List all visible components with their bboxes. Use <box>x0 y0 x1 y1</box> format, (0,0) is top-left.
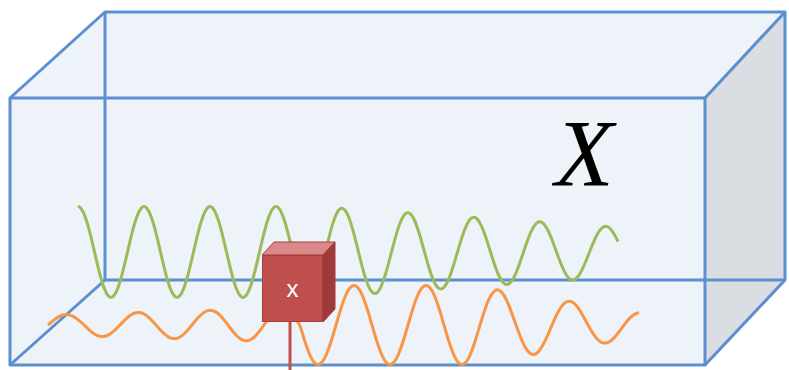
box-edges <box>10 12 785 365</box>
box-top-face <box>10 12 785 98</box>
green-wave <box>78 206 618 297</box>
waves <box>48 206 639 365</box>
cube-top-face <box>262 242 335 255</box>
probe-wire <box>289 322 292 370</box>
region-label: X <box>555 106 614 202</box>
box-back-edges <box>10 12 785 365</box>
region-box: Xx <box>10 98 705 365</box>
box-front-face <box>10 98 705 365</box>
cube-label: x <box>287 277 299 301</box>
cube-side-face <box>323 242 335 322</box>
orange-wave <box>48 285 639 364</box>
probe-cube: x <box>262 255 323 322</box>
